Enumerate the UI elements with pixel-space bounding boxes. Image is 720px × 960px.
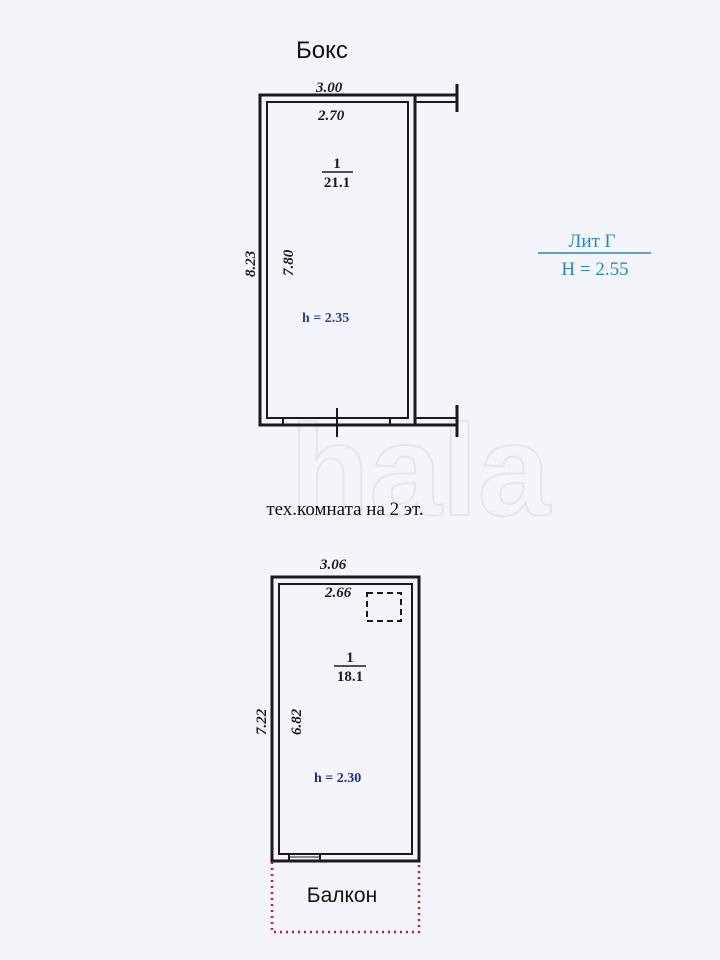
tech-outer-length: 7.22 xyxy=(254,708,270,735)
box-walls xyxy=(258,84,459,437)
box-room-number: 1 xyxy=(333,156,341,172)
box-room-area: 21.1 xyxy=(324,175,350,191)
lit-name: Лит Г xyxy=(568,231,615,252)
box-title: Бокс xyxy=(296,37,348,64)
tech-room-walls xyxy=(270,575,421,863)
tech-inner-length: 6.82 xyxy=(289,708,305,735)
lit-height: H = 2.55 xyxy=(561,259,628,280)
tech-room-number: 1 xyxy=(346,650,354,666)
box-ceiling-height: h = 2.35 xyxy=(302,311,349,326)
tech-room-title: тех.комната на 2 эт. xyxy=(266,499,423,520)
tech-inner-width: 2.66 xyxy=(324,585,352,601)
tech-room-area: 18.1 xyxy=(337,669,363,685)
watermark: hala xyxy=(289,396,553,544)
box-outer-length: 8.23 xyxy=(243,250,259,277)
box-outer-width: 3.00 xyxy=(315,80,343,96)
equipment-dashed-box xyxy=(366,592,402,622)
box-inner-width: 2.70 xyxy=(317,108,345,124)
balcony-outline xyxy=(270,862,421,934)
box-inner-length: 7.80 xyxy=(281,249,297,276)
tech-outer-width: 3.06 xyxy=(319,557,347,573)
svg-text:hala: hala xyxy=(290,397,552,543)
tech-ceiling-height: h = 2.30 xyxy=(314,771,361,786)
balcony-label: Балкон xyxy=(307,884,377,907)
